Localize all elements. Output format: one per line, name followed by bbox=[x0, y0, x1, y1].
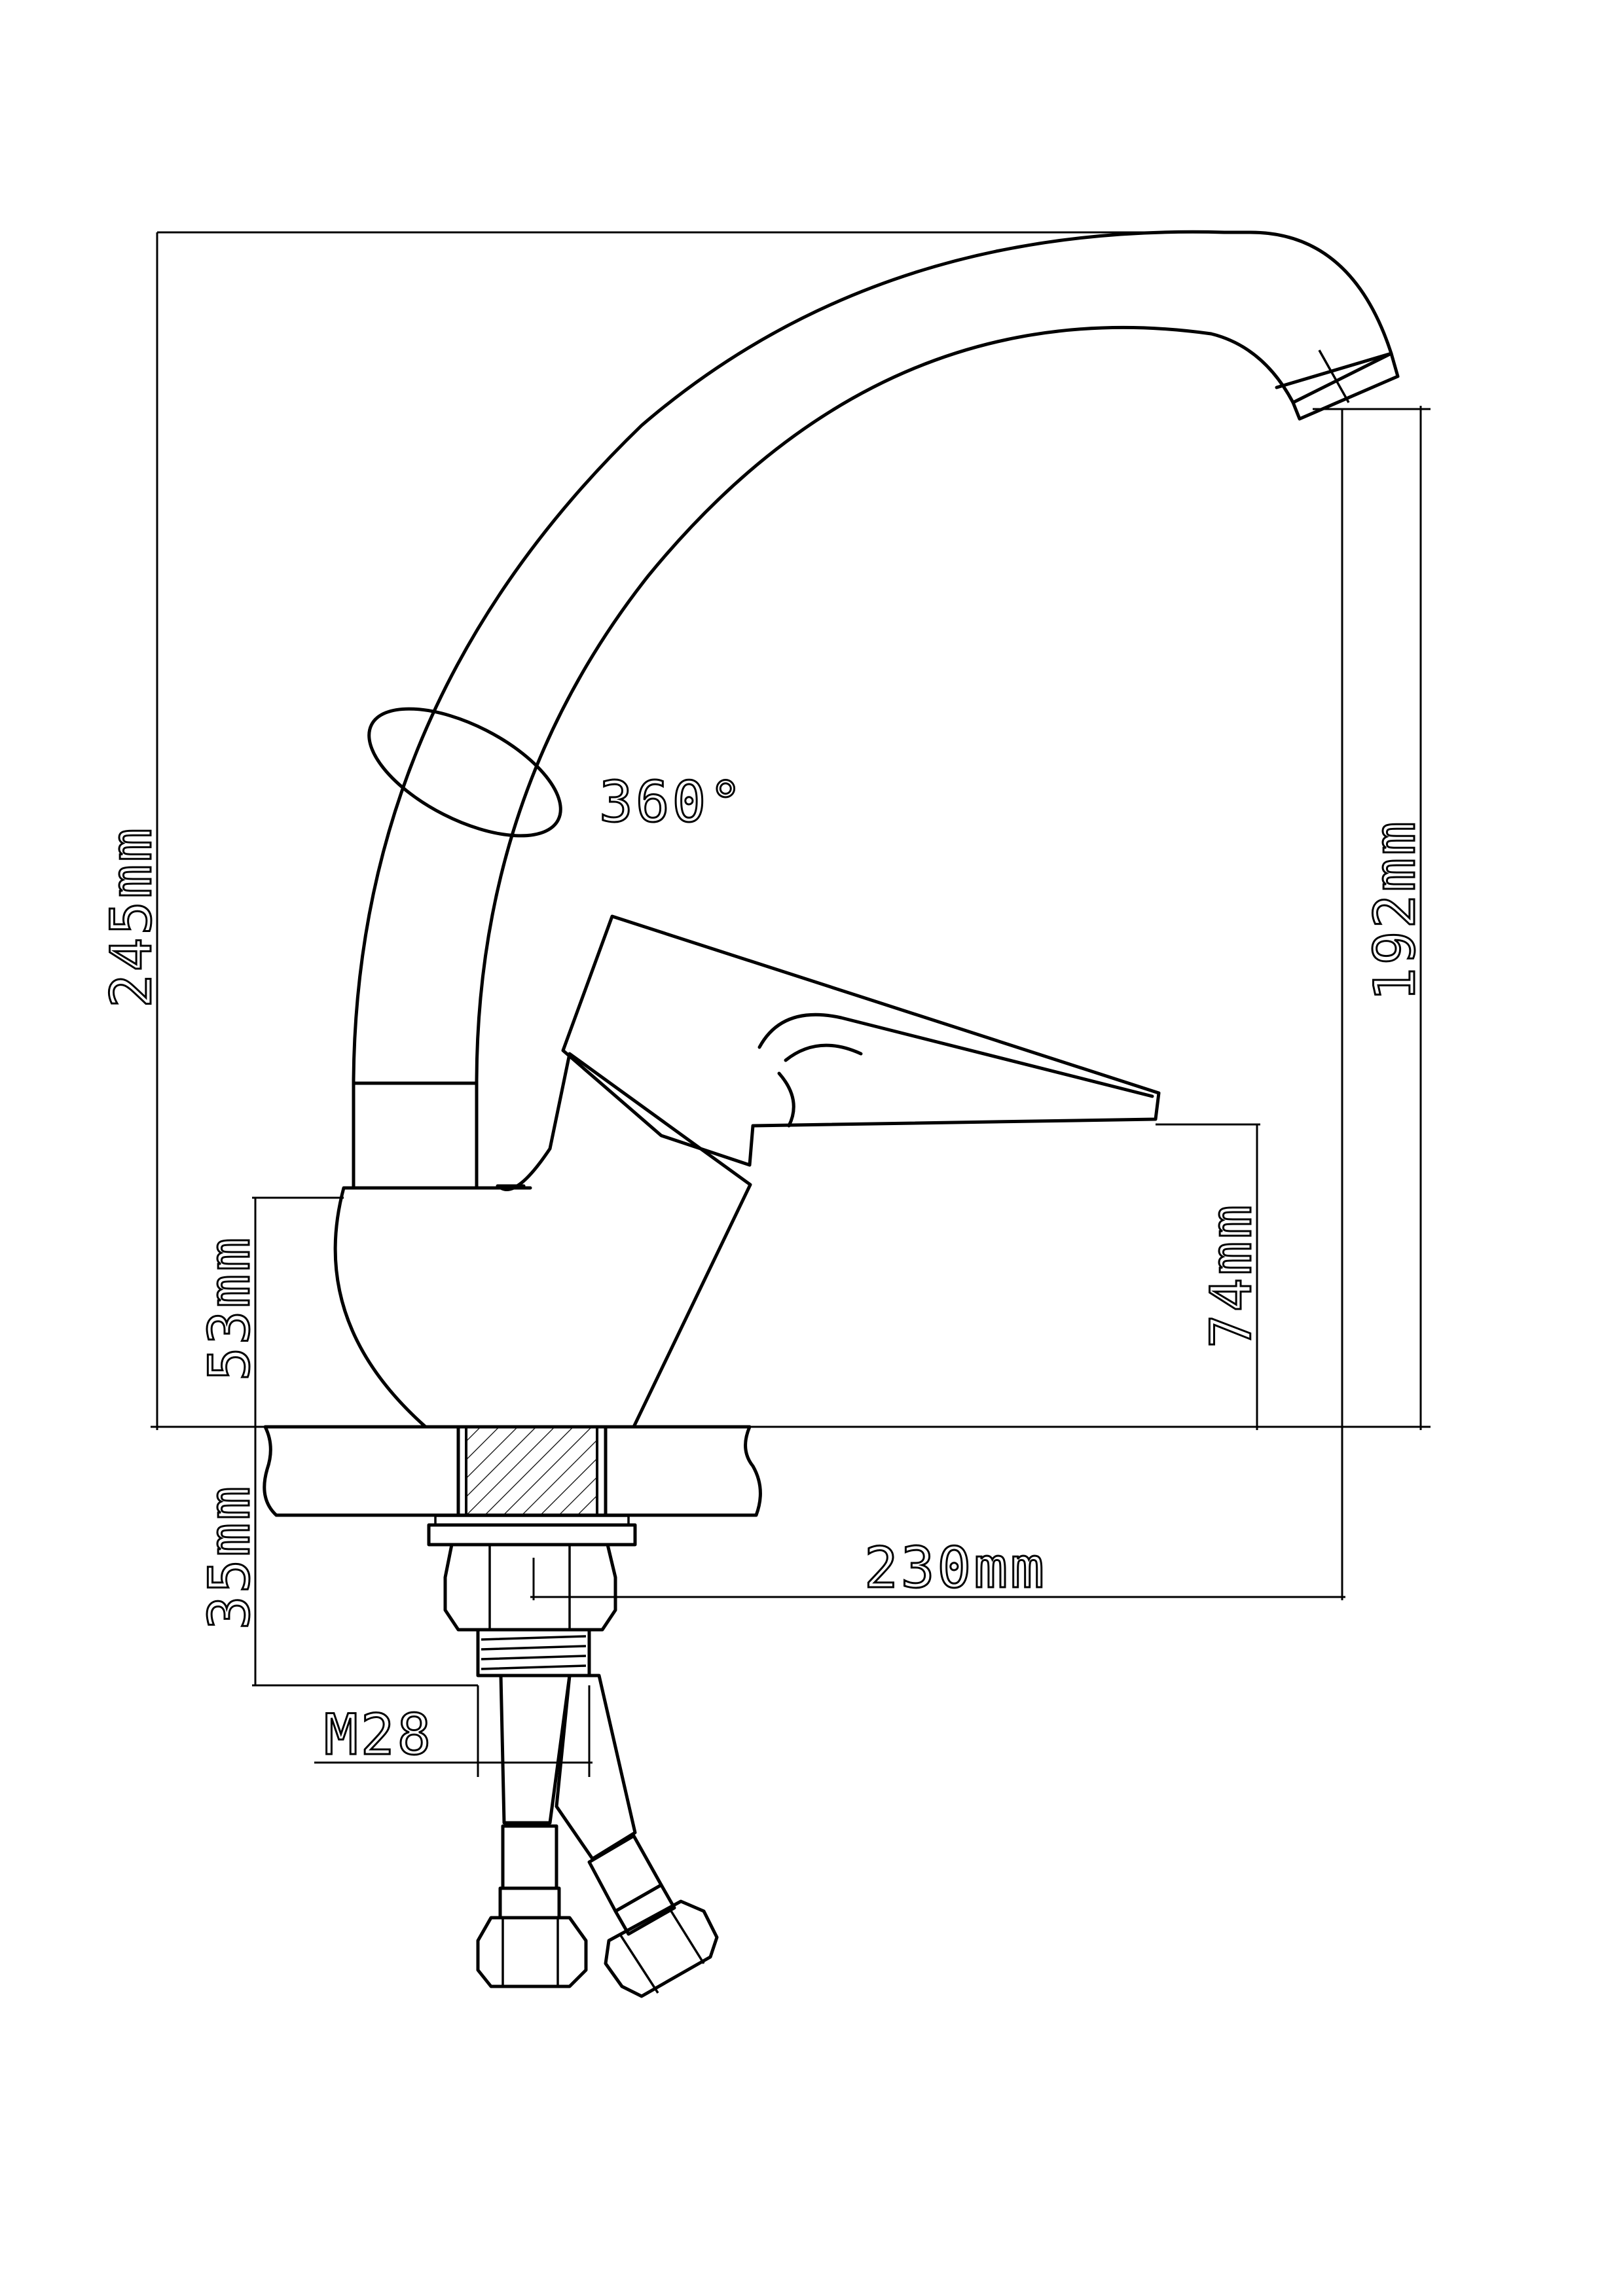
base-height-label: 53mm bbox=[197, 1235, 263, 1381]
aerator bbox=[1275, 351, 1400, 421]
hex-nut bbox=[443, 1543, 617, 1632]
rotation-label: 360° bbox=[599, 770, 745, 835]
outlet-height-label: 192mm bbox=[1362, 819, 1428, 1001]
ferrule-right bbox=[587, 1834, 663, 1913]
dimension-lines bbox=[151, 231, 1431, 1777]
faucet-body bbox=[333, 1052, 752, 1429]
hose-left bbox=[499, 1674, 572, 1825]
total-height-label: 245mm bbox=[99, 825, 164, 1008]
ferrule-left bbox=[501, 1824, 558, 1890]
cap-nut-left bbox=[476, 1916, 588, 1988]
mount-depth-label: 35mm bbox=[197, 1484, 263, 1630]
reach-label: 230mm bbox=[864, 1535, 1047, 1601]
lever-height-label: 74mm bbox=[1199, 1202, 1264, 1348]
mounting-stud bbox=[465, 1426, 598, 1516]
spout bbox=[352, 230, 1400, 1190]
rotation-ring bbox=[367, 707, 562, 838]
washer bbox=[427, 1523, 637, 1547]
thread-label: M28 bbox=[324, 1702, 433, 1768]
mounting-hardware bbox=[427, 1515, 719, 1998]
hose-right bbox=[555, 1674, 637, 1861]
cap-nut-right bbox=[604, 1899, 719, 1998]
countertop-section bbox=[263, 1425, 762, 1517]
lever-handle bbox=[561, 914, 1161, 1167]
